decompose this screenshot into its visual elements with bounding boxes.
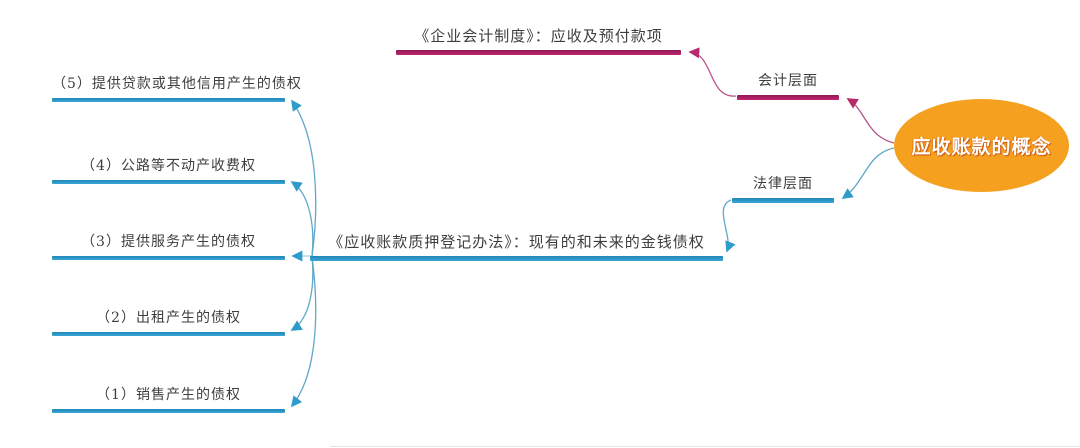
item-underline-5 [52,98,285,102]
legal-detail-label: 《应收账款质押登记办法》：现有的和未来的金钱债权 [328,233,705,251]
connector-item-2 [290,256,314,331]
item-underline-4 [52,180,285,184]
branch-legal-underline [732,198,834,203]
item-underline-2 [52,332,285,336]
item-node-2[interactable]: （2）出租产生的债权 [52,309,285,336]
branch-legal-node[interactable]: 法律层面 [732,175,834,203]
connector-accounting-detail [688,47,737,97]
item-label-5: （5）提供贷款或其他信用产生的债权 [52,76,302,92]
item-label-4: （4）公路等不动产收费权 [81,158,256,174]
accounting-detail-underline [396,50,681,55]
root-node[interactable]: 应收账款的概念 [894,99,1069,192]
item-node-5[interactable]: （5）提供贷款或其他信用产生的债权 [52,75,302,102]
branch-legal-label: 法律层面 [753,176,813,192]
item-node-1[interactable]: （1）销售产生的债权 [52,386,285,413]
connector-root-accounting [846,98,895,144]
legal-detail-node[interactable]: 《应收账款质押登记办法》：现有的和未来的金钱债权 [310,232,723,261]
connector-root-legal [841,147,895,199]
item-label-2: （2）出租产生的债权 [96,310,241,326]
item-underline-1 [52,409,285,413]
connector-legal-detail [722,199,736,253]
branch-accounting-label: 会计层面 [758,73,818,89]
item-node-3[interactable]: （3）提供服务产生的债权 [52,233,285,260]
item-label-3: （3）提供服务产生的债权 [81,234,256,250]
connector-item-1 [290,256,317,408]
frame-bottom-edge [330,446,1080,447]
accounting-detail-label: 《企业会计制度》：应收及预付款项 [414,27,663,45]
item-underline-3 [52,256,285,260]
accounting-detail-node[interactable]: 《企业会计制度》：应收及预付款项 [396,26,681,55]
item-node-4[interactable]: （4）公路等不动产收费权 [52,157,285,184]
branch-accounting-underline [737,95,839,100]
branch-accounting-node[interactable]: 会计层面 [737,72,839,100]
item-label-1: （1）销售产生的债权 [96,387,241,403]
legal-detail-underline [310,256,723,261]
